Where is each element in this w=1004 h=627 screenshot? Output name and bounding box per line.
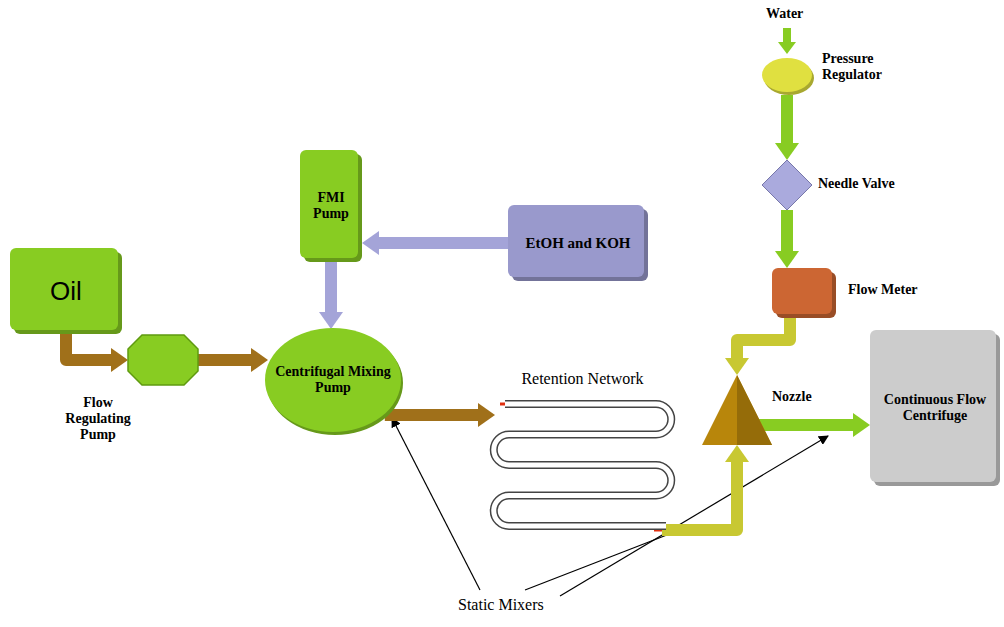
node-label: EtOH and KOH bbox=[508, 205, 648, 281]
flow-arrow bbox=[379, 237, 508, 249]
nozzle-outline bbox=[702, 375, 772, 445]
water-inlet-head bbox=[778, 42, 796, 54]
flow-arrow bbox=[781, 95, 793, 143]
flow-arrow bbox=[781, 210, 793, 251]
needle-valve-outline bbox=[762, 160, 812, 210]
flow-arrow bbox=[737, 318, 790, 358]
regulating-pump: Flow Regulating Pump bbox=[128, 335, 198, 385]
triangle-shade bbox=[737, 375, 772, 445]
flow-arrow bbox=[66, 334, 111, 360]
reagent-tank: EtOH and KOH bbox=[508, 205, 648, 281]
node-label: Pressure Regulator bbox=[822, 51, 906, 83]
node-label: Centrifugal Mixing Pump bbox=[263, 325, 403, 435]
node-label: Needle Valve bbox=[818, 176, 895, 192]
node-label: Oil bbox=[10, 248, 122, 334]
tube-bore bbox=[494, 404, 671, 526]
flow-arrow bbox=[198, 354, 251, 366]
tube-outline bbox=[494, 404, 671, 526]
oil-tank: Oil bbox=[10, 248, 122, 334]
node-label: FMI Pump bbox=[300, 150, 362, 262]
box-face bbox=[772, 268, 832, 314]
node-label: Nozzle bbox=[772, 389, 812, 405]
mixing-pump: Centrifugal Mixing Pump bbox=[263, 325, 403, 435]
needle-valve: Needle Valve bbox=[762, 160, 812, 210]
regulating-pump-outline bbox=[128, 335, 198, 385]
flow-arrow bbox=[325, 262, 337, 312]
pressure-regulator-outline bbox=[760, 55, 814, 95]
leader-line bbox=[392, 418, 480, 590]
leader-line bbox=[560, 436, 828, 596]
source-label: Water bbox=[766, 6, 803, 22]
retention-network: Retention Network bbox=[495, 370, 670, 536]
water-inlet bbox=[783, 28, 791, 42]
flow-arrow bbox=[385, 409, 478, 421]
octagon-face bbox=[128, 335, 198, 385]
node-label: Flow Meter bbox=[848, 282, 918, 298]
node-label: Retention Network bbox=[495, 370, 670, 388]
callout-label: Static Mixers bbox=[458, 596, 544, 614]
pressure-regulator: Pressure Regulator bbox=[760, 55, 814, 95]
centrifuge: Continuous Flow Centrifuge bbox=[870, 330, 1000, 486]
node-label: Continuous Flow Centrifuge bbox=[870, 330, 1000, 486]
flow-meter-outline bbox=[772, 268, 836, 318]
diamond-face bbox=[762, 160, 812, 210]
nozzle: Nozzle bbox=[702, 375, 772, 445]
retention-network-outline bbox=[495, 370, 670, 536]
flow-meter: Flow Meter bbox=[772, 268, 836, 318]
flow-arrow bbox=[758, 419, 853, 431]
triangle-face bbox=[702, 375, 772, 445]
fmi-pump: FMI Pump bbox=[300, 150, 362, 262]
ellipse-face bbox=[762, 58, 812, 92]
node-label: Flow Regulating Pump bbox=[52, 395, 144, 443]
